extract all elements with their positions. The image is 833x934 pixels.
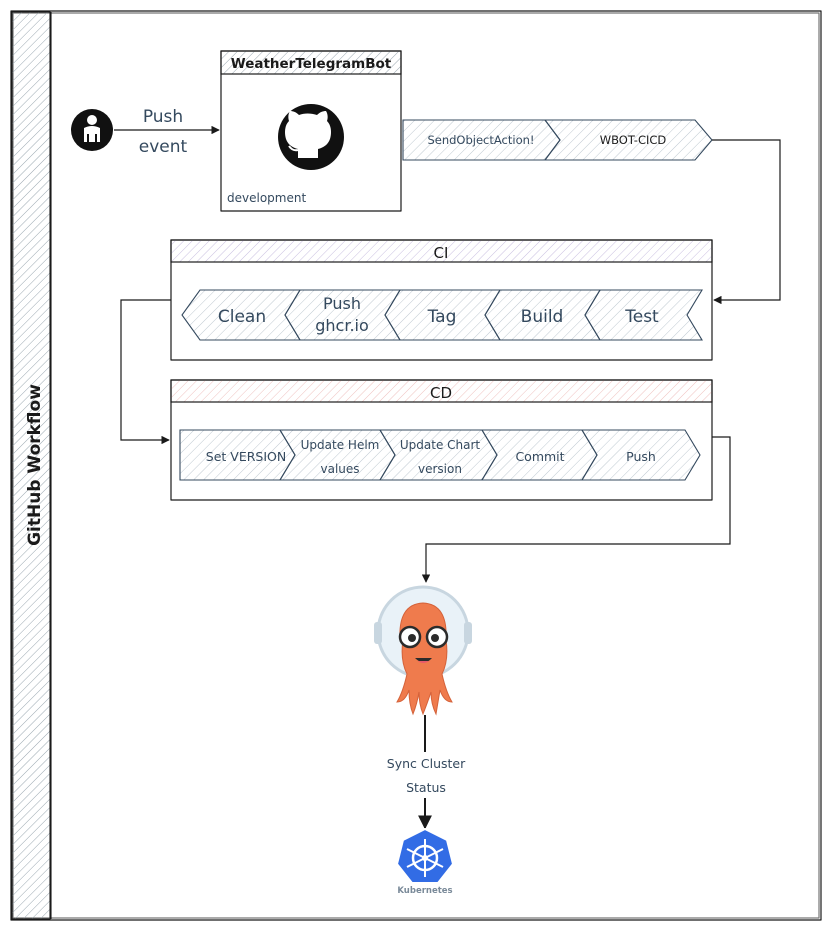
cd-container	[170, 379, 713, 501]
swimlane-title: GitHub Workflow	[25, 384, 45, 546]
argocd-icon	[374, 585, 472, 716]
ci-step-build-label: Build	[521, 307, 564, 327]
cd-step-push	[581, 429, 701, 481]
cd-title: CD	[430, 384, 452, 402]
ci-step-push-label-line2: ghcr.io	[315, 316, 369, 335]
connector-cd-to-argo	[421, 436, 731, 583]
ci-step-clean-label: Clean	[218, 307, 266, 327]
cd-step-update-chart-label-line2: version	[418, 462, 462, 476]
cd-step-commit-label: Commit	[515, 449, 564, 464]
ci-title: CI	[434, 244, 449, 262]
user-icon	[71, 109, 113, 151]
cd-step-update-helm-label-line2: values	[320, 462, 359, 476]
cd-step-update-helm-label-line1: Update Helm	[301, 438, 380, 452]
dispatch-step-send-object-label: SendObjectAction!	[427, 133, 534, 147]
ci-step-tag-label: Tag	[427, 307, 457, 327]
connector-dispatch-to-ci	[712, 139, 781, 305]
kubernetes-icon	[395, 827, 455, 884]
push-event-label-line2: event	[139, 137, 188, 157]
connector-ci-to-cd	[120, 299, 171, 445]
dispatch-step-wbot-cicd-label: WBOT-CICD	[600, 133, 667, 147]
github-icon	[278, 104, 344, 170]
ci-step-test	[584, 289, 703, 341]
repo-title: WeatherTelegramBot	[231, 56, 392, 72]
ci-container	[170, 239, 713, 361]
repo-box	[220, 50, 402, 212]
argo-sync-label-line2: Status	[406, 780, 446, 795]
cd-step-push-label: Push	[626, 449, 656, 464]
repo-branch: development	[227, 191, 306, 205]
kubernetes-label: Kubernetes	[397, 886, 452, 896]
push-event-label-line1: Push	[143, 107, 183, 127]
ci-step-push-label-line1: Push	[323, 294, 361, 313]
cd-step-set-version-label: Set VERSION	[206, 449, 286, 464]
swimlane-frame	[10, 10, 822, 921]
cd-step-update-chart-label-line1: Update Chart	[400, 438, 481, 452]
argo-sync-label-line1: Sync Cluster	[387, 756, 466, 771]
dispatch-step-wbot-cicd	[543, 119, 713, 161]
ci-step-test-label: Test	[624, 307, 659, 327]
